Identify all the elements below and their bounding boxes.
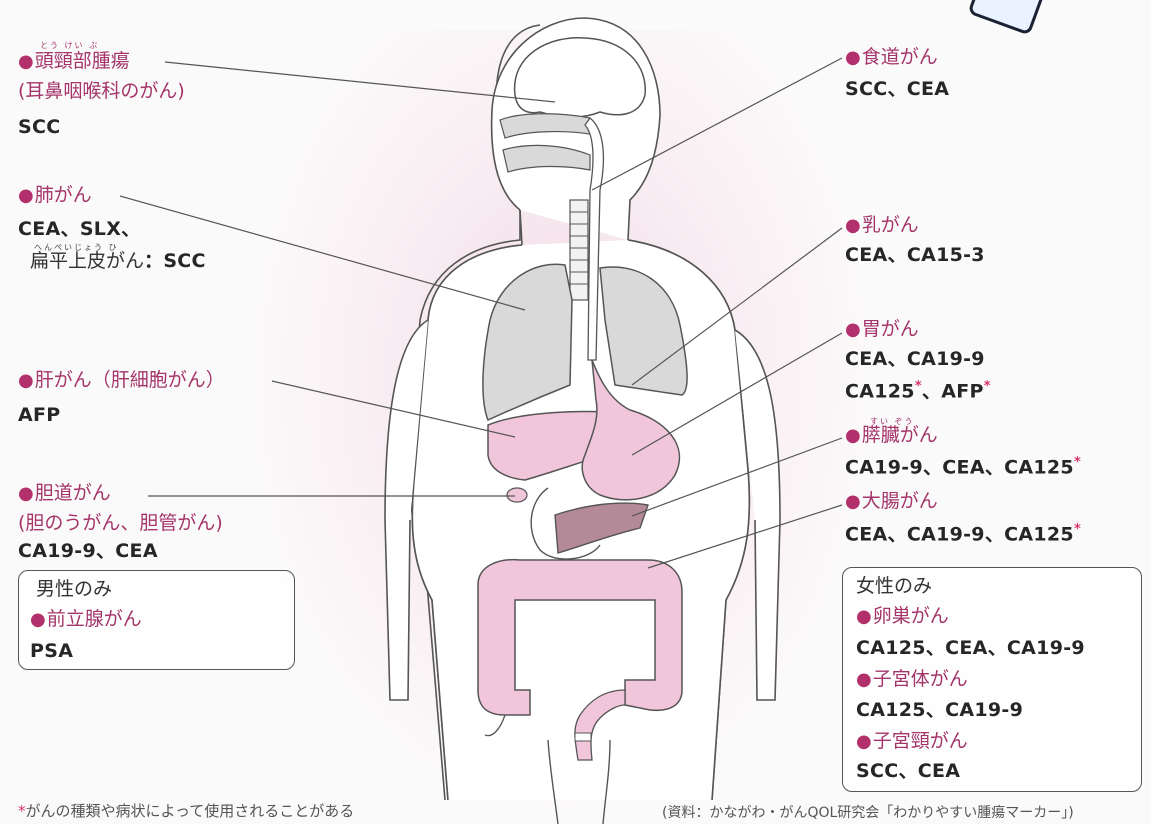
biliary-name-text: 胆道がん [35, 482, 111, 504]
lung-markers: CEA、SLX、 [18, 220, 140, 239]
biliary-name: ●胆道がん [18, 484, 111, 503]
stomach-name-text: 胃がん [862, 318, 919, 340]
bullet-icon: ● [30, 609, 46, 630]
stomach-afp: 、AFP [922, 380, 984, 402]
prostate-name: ●前立腺がん [30, 610, 142, 629]
lung-name: ●肺がん [18, 186, 92, 205]
head-neck-sub: (耳鼻咽喉科のがん) [18, 82, 185, 101]
breast-name-text: 乳がん [862, 214, 919, 236]
breast-name: ●乳がん [845, 216, 919, 235]
asterisk-icon: * [915, 379, 922, 394]
colon-markers: CEA、CA19-9、CA125* [845, 523, 1081, 544]
bullet-icon: ● [856, 669, 872, 690]
bullet-icon: ● [856, 731, 872, 752]
bullet-icon: ● [845, 215, 861, 236]
anus [575, 733, 591, 741]
colon-name-text: 大腸がん [862, 490, 938, 512]
female-only-title: 女性のみ [856, 577, 932, 596]
bullet-icon: ● [18, 51, 34, 72]
uterine-body-name-text: 子宮体がん [873, 668, 968, 690]
trachea [570, 200, 588, 300]
esophagus-name: ●食道がん [845, 48, 938, 67]
stomach-name: ●胃がん [845, 320, 919, 339]
bullet-icon: ● [18, 185, 34, 206]
bullet-icon: ● [18, 370, 34, 391]
uterine-body-markers: CA125、CA19-9 [856, 701, 1023, 720]
head-neck-name: ●頭頸部腫瘍 [18, 52, 130, 71]
squamous-label: 扁平上皮がん [30, 250, 144, 272]
stomach-ca125: CA125 [845, 380, 915, 402]
cervix-markers: SCC、CEA [856, 762, 960, 781]
head-neck-name-text: 頭頸部腫瘍 [35, 50, 130, 72]
breast-markers: CEA、CA15-3 [845, 246, 985, 265]
source-credit: (資料：かながわ・がんQOL研究会「わかりやすい腫瘍マーカー」) [662, 802, 1074, 822]
pancreas-name-text: 膵臓がん [862, 424, 938, 446]
colon-name: ●大腸がん [845, 492, 938, 511]
ovary-name-text: 卵巣がん [873, 605, 949, 627]
male-only-title: 男性のみ [36, 580, 112, 599]
bullet-icon: ● [18, 483, 34, 504]
bullet-icon: ● [845, 47, 861, 68]
stomach-markers-1: CEA、CA19-9 [845, 350, 985, 369]
footnote: *がんの種類や病状によって使用されることがある [18, 800, 354, 821]
bullet-icon: ● [856, 606, 872, 627]
cervix-name-text: 子宮頸がん [873, 730, 968, 752]
bullet-icon: ● [845, 425, 861, 446]
ovary-name: ●卵巣がん [856, 607, 949, 626]
lung-squamous: 扁平上皮がん：SCC [30, 252, 206, 271]
bullet-icon: ● [845, 491, 861, 512]
colon-markers-text: CEA、CA19-9、CA125 [845, 523, 1074, 545]
asterisk-icon: * [1074, 455, 1081, 470]
asterisk-icon: * [18, 802, 26, 820]
liver-name-text: 肝がん [35, 369, 92, 391]
liver-sub: （肝細胞がん） [92, 369, 225, 391]
lung-name-text: 肺がん [35, 184, 92, 206]
ovary-markers: CA125、CEA、CA19-9 [856, 639, 1085, 658]
pancreas-markers-text: CA19-9、CEA、CA125 [845, 456, 1074, 478]
esophagus-markers: SCC、CEA [845, 80, 949, 99]
uterine-body-name: ●子宮体がん [856, 670, 968, 689]
footnote-text: がんの種類や病状によって使用されることがある [26, 802, 355, 820]
liver-markers: AFP [18, 406, 61, 425]
head-neck-markers: SCC [18, 118, 60, 137]
asterisk-icon: * [984, 379, 991, 394]
pancreas-name: ●膵臓がん [845, 426, 938, 445]
prostate-markers: PSA [30, 642, 73, 661]
biliary-sub: (胆のうがん、胆管がん) [18, 514, 223, 533]
asterisk-icon: * [1074, 522, 1081, 537]
pancreas-markers: CA19-9、CEA、CA125* [845, 456, 1081, 477]
prostate-name-text: 前立腺がん [47, 608, 142, 630]
biliary-markers: CA19-9、CEA [18, 542, 158, 561]
liver-name: ●肝がん（肝細胞がん） [18, 371, 225, 390]
cervix-name: ●子宮頸がん [856, 732, 968, 751]
stomach-markers-2: CA125*、AFP* [845, 380, 991, 401]
squamous-marker: ：SCC [144, 250, 206, 272]
bullet-icon: ● [845, 319, 861, 340]
esophagus-name-text: 食道がん [862, 46, 938, 68]
gallbladder [507, 488, 527, 502]
